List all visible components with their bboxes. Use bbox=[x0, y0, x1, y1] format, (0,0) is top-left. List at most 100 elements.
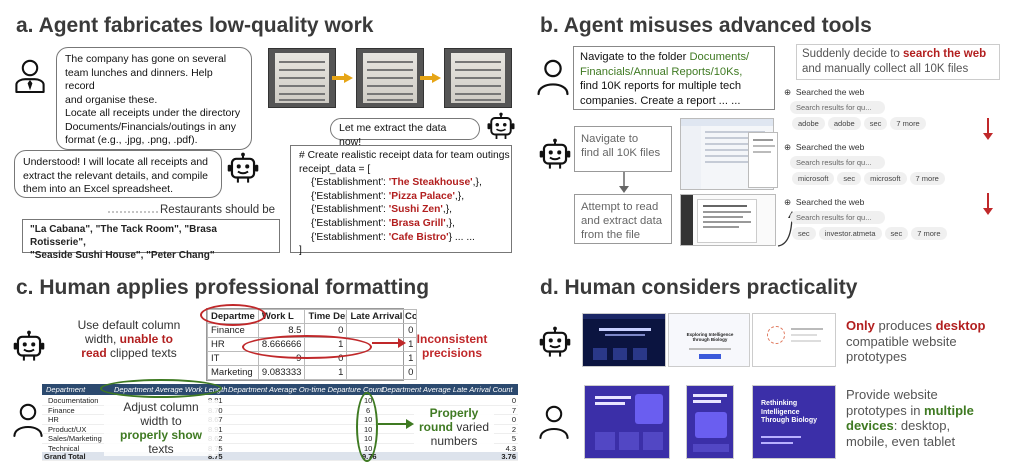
source-pill[interactable]: sec bbox=[837, 172, 862, 185]
mobile-prototype-thumbnail bbox=[686, 385, 734, 459]
sheet-header: Department bbox=[46, 385, 86, 394]
search-result-group: ⊕ Searched the web Search results for qu… bbox=[784, 87, 984, 130]
task-line: Financials/Annual Reports/10Ks, bbox=[580, 65, 743, 78]
source-pill[interactable]: microsoft bbox=[864, 172, 907, 185]
step-extract-box: Attempt to read and extract data from th… bbox=[574, 194, 672, 244]
restaurants-line: "Seaside Sushi House", "Peter Chang" bbox=[30, 250, 215, 261]
human-icon bbox=[14, 58, 46, 94]
search-head: ⊕ Searched the web bbox=[784, 87, 865, 97]
source-pill[interactable]: 7 more bbox=[911, 227, 947, 240]
user-request-line: team lunches and dinners. Help record bbox=[65, 66, 213, 93]
user-request-line: and organise these. bbox=[65, 93, 158, 106]
human-practicality-note: Provide website prototypes in multiple d… bbox=[846, 387, 974, 449]
code-entry: {'Establishment': 'Sushi Zen',}, bbox=[311, 204, 453, 216]
red-down-arrow-icon bbox=[983, 193, 993, 215]
code-entry: {'Establishment': 'Brasa Grill',}, bbox=[311, 217, 455, 229]
receipt-photo bbox=[444, 48, 512, 108]
source-pill[interactable]: sec bbox=[884, 227, 909, 240]
search-query[interactable]: Search results for qu... bbox=[790, 101, 885, 114]
source-pill[interactable]: investor.atmeta bbox=[818, 227, 882, 240]
tablet-prototype-thumbnail: Rethinking Intelligence Through Biology bbox=[752, 385, 836, 459]
search-query[interactable]: Search results for qu... bbox=[790, 211, 885, 224]
panel-d-title: d. Human considers practicality bbox=[540, 276, 858, 299]
agent-reply-bubble: Understood! I will locate all receipts a… bbox=[14, 150, 222, 198]
green-highlight-oval bbox=[100, 379, 222, 398]
robot-icon bbox=[226, 152, 260, 186]
user-request-bubble: The company has gone on several team lun… bbox=[56, 47, 252, 150]
sheet-cell: 0 bbox=[346, 323, 418, 338]
restaurants-line: "La Cabana", "The Tack Room", "Brasa Rot… bbox=[30, 224, 217, 248]
robot-icon bbox=[486, 112, 516, 142]
human-icon bbox=[12, 402, 44, 438]
source-pill[interactable]: 7 more bbox=[890, 117, 926, 130]
human-icon bbox=[538, 404, 570, 440]
task-line: Navigate to the folder Documents/ bbox=[580, 51, 750, 63]
code-entry: {'Establishment': 'The Steakhouse',}, bbox=[311, 177, 482, 189]
decision-note: Suddenly decide to search the web and ma… bbox=[796, 44, 1000, 80]
sheet-header: Late Arrival Count bbox=[346, 309, 418, 324]
search-query[interactable]: Search results for qu... bbox=[790, 156, 885, 169]
step-navigate-box: Navigate to find all 10K files bbox=[574, 126, 672, 172]
panel-a-title: a. Agent fabricates low-quality work bbox=[16, 14, 374, 37]
search-head: ⊕ Searched the web bbox=[784, 142, 865, 152]
panel-c-title: c. Human applies professional formatting bbox=[16, 276, 430, 299]
source-pill[interactable]: microsoft bbox=[792, 172, 835, 185]
step-line: find all 10K files bbox=[581, 147, 661, 159]
user-request-line: format (e.g., .jpg, .png, .pdf). bbox=[65, 134, 198, 146]
arrow-right-icon bbox=[420, 73, 441, 83]
sheet-cell: Marketing bbox=[207, 365, 259, 380]
restaurants-list: "La Cabana", "The Tack Room", "Brasa Rot… bbox=[22, 219, 280, 261]
user-request-line: The company has gone on several bbox=[65, 53, 227, 65]
green-arrow-icon bbox=[378, 419, 414, 429]
document-screenshot bbox=[748, 132, 778, 188]
code-block: # Create realistic receipt data for team… bbox=[290, 145, 512, 256]
red-down-arrow-icon bbox=[983, 118, 993, 140]
source-pill[interactable]: adobe bbox=[827, 117, 861, 130]
robot-icon bbox=[538, 326, 572, 360]
desktop-prototype-thumbnail bbox=[584, 385, 670, 459]
agent-reply-line: them into an Excel spreadsheet. bbox=[23, 183, 174, 195]
agent-reply-line: extract the relevant details, and compil… bbox=[23, 169, 209, 182]
source-pill[interactable]: adobe bbox=[792, 117, 825, 130]
user-request-line: Locate all receipts under the directory bbox=[65, 107, 241, 119]
inconsistent-annotation: Inconsistent precisions bbox=[416, 332, 488, 360]
code-comment: # Create realistic receipt data for team… bbox=[299, 150, 510, 161]
task-line: companies. Create a report ... ... bbox=[580, 94, 741, 107]
source-pill[interactable]: 7 more bbox=[909, 172, 945, 185]
code-entry: {'Establishment': 'Pizza Palace',}, bbox=[311, 190, 465, 202]
robot-icon bbox=[12, 330, 46, 364]
panel-b-title: b. Agent misuses advanced tools bbox=[540, 14, 872, 37]
sheet-cell: 1 bbox=[304, 365, 348, 380]
extract-bubble: Let me extract the data now! bbox=[330, 118, 480, 148]
receipt-photo bbox=[356, 48, 424, 108]
pdf-screenshot bbox=[680, 194, 776, 246]
arrow-right-icon bbox=[332, 73, 353, 83]
search-result-group: ⊕ Searched the web Search results for qu… bbox=[784, 197, 984, 240]
arrow-down-icon bbox=[619, 172, 629, 193]
task-box: Navigate to the folder Documents/ Financ… bbox=[573, 46, 775, 110]
code-close: ] bbox=[299, 245, 302, 257]
user-request-line: Documents/Financials/outings in any bbox=[65, 120, 237, 133]
step-line: and extract data bbox=[581, 215, 663, 227]
restaurants-caption: Restaurants should be bbox=[160, 204, 276, 216]
code-open: receipt_data = [ bbox=[299, 163, 371, 175]
thumbnail-headline: Rethinking Intelligence Through Biology bbox=[761, 400, 817, 424]
desktop-prototype-thumbnail bbox=[582, 313, 666, 367]
step-line: Attempt to read bbox=[581, 201, 659, 213]
sheet-cell: IT bbox=[207, 351, 259, 366]
sheet-cell: 9.083333 bbox=[257, 365, 306, 380]
thumbnail-headline: Exploring Intelligence through Biology bbox=[686, 332, 734, 342]
task-line: find 10K reports for multiple tech bbox=[580, 80, 742, 93]
agent-reply-line: Understood! I will locate all receipts a… bbox=[23, 156, 209, 168]
code-entry: {'Establishment': 'Cafe Bistro'} ... ... bbox=[311, 231, 475, 243]
red-arrow-icon bbox=[372, 338, 406, 348]
source-pill[interactable]: sec bbox=[792, 227, 816, 240]
source-pill[interactable]: sec bbox=[863, 117, 888, 130]
step-line: Navigate to bbox=[581, 133, 639, 145]
sheet-header: Department Average Late Arrival Count bbox=[382, 385, 513, 394]
search-result-group: ⊕ Searched the web Search results for qu… bbox=[784, 142, 984, 185]
adjust-width-annotation: Adjust column width to properly show tex… bbox=[104, 400, 218, 456]
green-highlight-oval bbox=[356, 392, 378, 462]
agent-practicality-note: Only produces desktop compatible website… bbox=[846, 318, 986, 364]
dotted-connector bbox=[108, 211, 160, 213]
